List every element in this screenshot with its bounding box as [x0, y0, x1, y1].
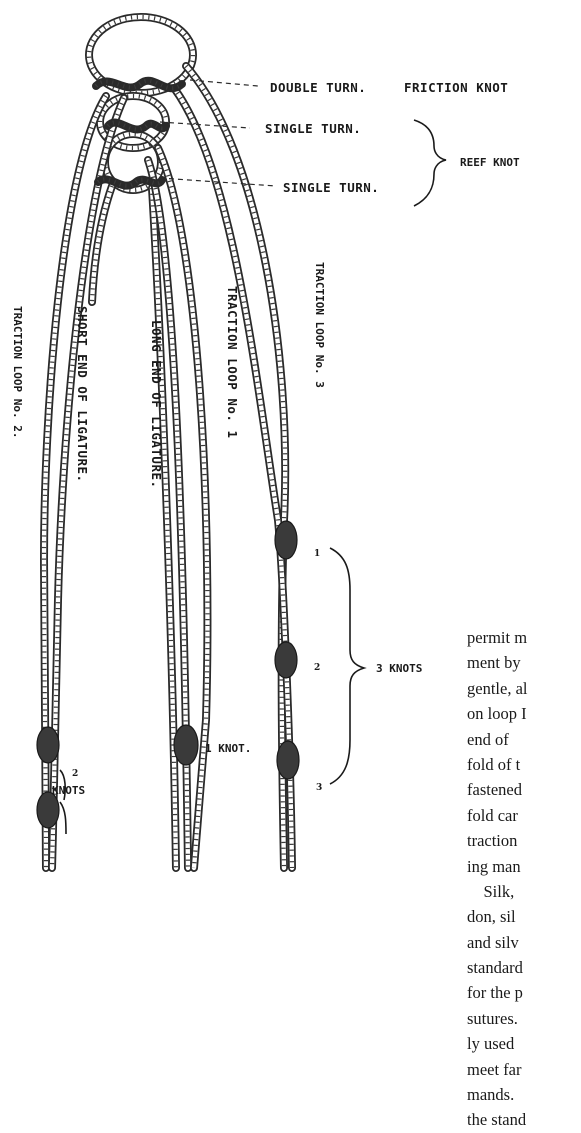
two-knots-word: KNOTS: [52, 784, 85, 797]
double-turn-label: DOUBLE TURN.: [270, 80, 366, 95]
paragraph-line: end of: [467, 727, 581, 752]
traction-loop-2-label: TRACTION LOOP No. 2.: [11, 306, 24, 438]
knot-num-1: 1: [314, 549, 320, 559]
paragraph-line: fastened: [467, 777, 581, 802]
long-end-rope: [152, 188, 176, 868]
single-turn-label-2: SINGLE TURN.: [283, 180, 379, 195]
paragraph-line: ment by: [467, 650, 581, 675]
paragraph-line: permit m: [467, 625, 581, 650]
paragraph-line: ing man: [467, 854, 581, 879]
single-turn-label-1: SINGLE TURN.: [265, 121, 361, 136]
paragraph-line: Silk,: [467, 879, 581, 904]
paragraph-line: fold car: [467, 803, 581, 828]
figure: DOUBLE TURN. FRICTION KNOT SINGLE TURN. …: [0, 0, 581, 877]
one-knot-label: 1 KNOT.: [205, 742, 251, 755]
traction-loop-3-label: TRACTION LOOP No. 3: [313, 262, 326, 388]
long-end-label: LONG END OF LIGATURE.: [149, 320, 164, 489]
paragraph-line: fold of t: [467, 752, 581, 777]
paragraph-line: traction: [467, 828, 581, 853]
paragraph-line: on loop I: [467, 701, 581, 726]
two-knots-num: 2: [72, 769, 78, 779]
traction-loop-1-label: TRACTION LOOP No. 1: [225, 286, 240, 439]
friction-knot-label: FRICTION KNOT: [404, 80, 508, 95]
short-end-label: SHORT END OF LIGATURE.: [75, 306, 90, 483]
reef-knot-label: REEF KNOT: [460, 156, 520, 169]
paragraph-line: mands.: [467, 1082, 581, 1107]
paragraph-line: don, sil: [467, 904, 581, 929]
three-knots-label: 3 KNOTS: [376, 662, 422, 675]
paragraph-line: the stand: [467, 1107, 581, 1132]
knot-num-2: 2: [314, 663, 320, 673]
paragraph-line: standard: [467, 955, 581, 980]
paragraph-line: for the p: [467, 980, 581, 1005]
paragraph-line: and silv: [467, 930, 581, 955]
paragraph-line: ly used: [467, 1031, 581, 1056]
knot-num-3: 3: [316, 783, 322, 793]
paragraph-line: sutures.: [467, 1006, 581, 1031]
paragraph-line: meet far: [467, 1057, 581, 1082]
paragraph-line: gentle, al: [467, 676, 581, 701]
braces: [60, 120, 446, 834]
